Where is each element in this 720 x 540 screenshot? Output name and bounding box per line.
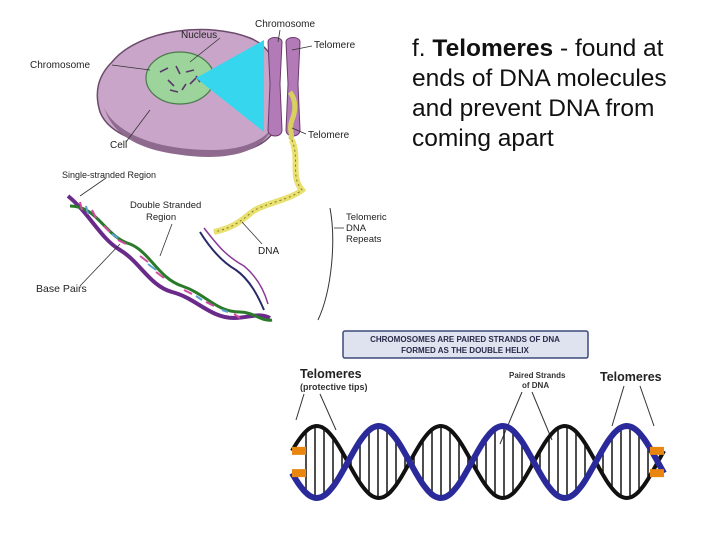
label-telomeric-1: Telomeric bbox=[346, 212, 387, 223]
label-telomeres-right: Telomeres bbox=[600, 370, 662, 384]
zoom-cone bbox=[196, 40, 264, 132]
label-telomeres-left: Telomeres bbox=[300, 367, 362, 381]
telomere-tip bbox=[292, 446, 306, 455]
bullet-container: f. Telomeres - found at ends of DNA mole… bbox=[412, 35, 667, 152]
banner-line-2: FORMED AS THE DOUBLE HELIX bbox=[401, 346, 529, 355]
cell-diagram bbox=[96, 28, 334, 321]
nucleus-chromatin bbox=[159, 65, 201, 93]
banner bbox=[342, 330, 589, 359]
dna-helix-top bbox=[66, 194, 273, 322]
labels-top: Nucleus Chromosome Telomere Chromosome T… bbox=[30, 19, 387, 295]
label-double-stranded-2: Region bbox=[146, 212, 176, 223]
double-helix-diagram: CHROMOSOMES ARE PAIRED STRANDS OF DNA FO… bbox=[289, 330, 667, 502]
telomere-tip bbox=[650, 446, 664, 455]
label-single-stranded: Single-stranded Region bbox=[62, 170, 156, 180]
bullet-term: Telomeres bbox=[432, 35, 554, 62]
label-paired-2: of DNA bbox=[522, 381, 549, 390]
label-chromosome-top: Chromosome bbox=[255, 19, 315, 30]
double-helix bbox=[289, 422, 667, 502]
label-double-stranded-1: Double Stranded bbox=[130, 200, 201, 211]
chromosome bbox=[267, 37, 301, 142]
label-nucleus: Nucleus bbox=[181, 30, 217, 41]
leader-lines-top bbox=[79, 29, 344, 287]
dna-strand-blue bbox=[289, 422, 667, 502]
label-telomere-mid: Telomere bbox=[308, 130, 350, 141]
dna-strand-black bbox=[290, 423, 666, 501]
label-cell: Cell bbox=[110, 140, 127, 151]
cell-shadow bbox=[104, 108, 272, 157]
bullet-text: - found at ends of DNA molecules and pre… bbox=[412, 35, 667, 152]
label-base-pairs: Base Pairs bbox=[36, 283, 87, 295]
label-protective-tips: (protective tips) bbox=[300, 382, 368, 392]
banner-line-1: CHROMOSOMES ARE PAIRED STRANDS OF DNA bbox=[370, 335, 560, 344]
label-chromosome-left: Chromosome bbox=[30, 60, 90, 71]
telomere-tip bbox=[650, 469, 664, 478]
label-dna: DNA bbox=[258, 246, 279, 257]
label-telomeric-2: DNA bbox=[346, 223, 367, 234]
telomere-tip bbox=[292, 469, 306, 478]
label-paired-1: Paired Strands bbox=[509, 371, 566, 380]
label-telomere-top: Telomere bbox=[314, 40, 356, 51]
telomeric-bracket bbox=[317, 207, 334, 321]
label-telomeric-3: Repeats bbox=[346, 234, 382, 245]
bullet-prefix: f. bbox=[412, 35, 433, 62]
